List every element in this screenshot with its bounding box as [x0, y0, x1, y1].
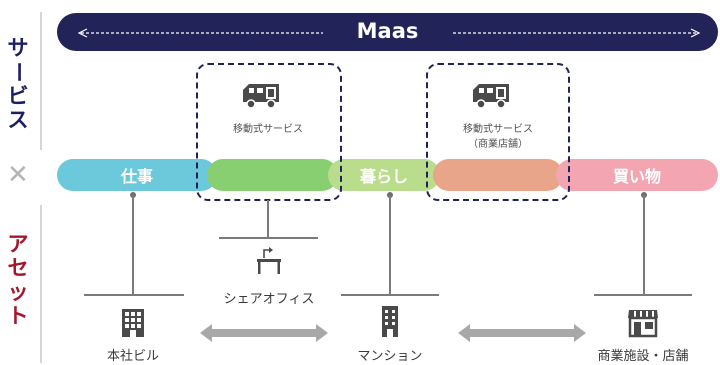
band-shopping: 買い物: [556, 159, 718, 191]
mobile-service-2-line-2: （商業店舗）: [468, 139, 528, 150]
asset-label-char-1: ア: [7, 232, 29, 256]
mobile-service-label-1: 移動式サービス: [206, 122, 330, 137]
mansion-label: マンション: [357, 349, 423, 364]
mobile-service-box-2: [426, 63, 570, 201]
office-building-icon: [122, 309, 144, 337]
service-divider-line: [40, 12, 42, 150]
band-living-label: 暮らし: [359, 167, 408, 186]
truck-icon: [473, 84, 509, 109]
band-shared-office-service: [207, 159, 338, 191]
asset-label-char-4: ト: [7, 304, 29, 328]
desk-icon: [257, 247, 281, 274]
mobile-service-1-line-1: 移動式サービス: [233, 124, 303, 135]
commercial-facility-label: 商業施設・店舗: [597, 349, 689, 364]
band-living: 暮らし: [328, 159, 440, 191]
band-work: 仕事: [57, 159, 217, 191]
truck-icon: [243, 84, 279, 109]
service-label-char-2: ー: [6, 61, 30, 83]
service-label-char-3: ビ: [7, 84, 29, 108]
commercial-ground-line: [594, 294, 692, 296]
hq-ground-line: [84, 294, 184, 296]
cross-symbol: ✕: [7, 160, 29, 190]
mobile-service-label-2: 移動式サービス （商業店舗）: [436, 122, 560, 152]
band-retail-service: [433, 159, 563, 191]
double-arrow-mansion-commercial: [458, 324, 586, 342]
shopping-connector-line: [643, 195, 645, 294]
hq-building-label: 本社ビル: [106, 349, 159, 364]
maas-bar: Maas: [57, 13, 718, 51]
living-connector-line: [389, 195, 391, 294]
mobile-service-box-1: [196, 63, 342, 201]
storefront-icon: [628, 310, 658, 338]
shared-office-connector-line: [267, 200, 269, 238]
band-shopping-label: 買い物: [612, 167, 661, 186]
maas-double-arrow: [77, 28, 701, 38]
band-work-label: 仕事: [120, 167, 153, 186]
asset-label-char-3: ッ: [7, 280, 29, 304]
work-connector-line: [132, 195, 134, 294]
asset-axis-label: ア セ ッ ト: [4, 232, 32, 328]
double-arrow-hq-mansion: [200, 324, 328, 342]
shared-office-label: シェアオフィス: [223, 292, 315, 307]
service-label-char-4: ス: [7, 108, 29, 132]
apartment-building-icon: [382, 306, 398, 337]
maas-title: Maas: [356, 19, 419, 43]
mansion-ground-line: [341, 294, 439, 296]
mobile-service-2-line-1: 移動式サービス: [463, 124, 533, 135]
service-axis-label: サ ー ビ ス: [4, 36, 32, 132]
service-label-char-1: サ: [7, 36, 29, 60]
asset-label-char-2: セ: [7, 256, 29, 280]
asset-divider-line: [40, 205, 42, 363]
shared-office-top-line: [219, 237, 318, 239]
